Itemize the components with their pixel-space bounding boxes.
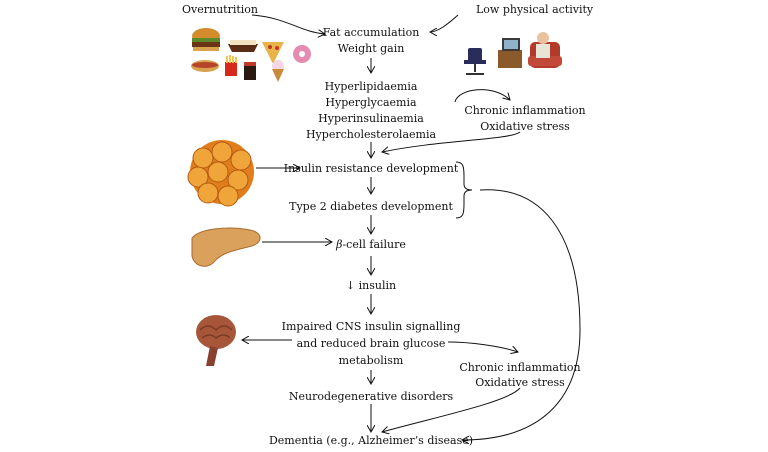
overnutrition-label: Overnutrition bbox=[182, 3, 259, 16]
down-insulin-label: ↓ insulin bbox=[345, 279, 397, 292]
arrow-hyper-to-inflammation bbox=[454, 89, 510, 103]
junk-food-illustration bbox=[191, 28, 311, 82]
pancreas-illustration bbox=[191, 227, 261, 267]
hyperinsulinaemia-label: Hyperinsulinaemia bbox=[318, 112, 424, 125]
arrow-cns-to-inflammation bbox=[447, 341, 518, 352]
sedentary-lifestyle-illustration bbox=[464, 32, 562, 75]
oxidative-stress-label-1: Oxidative stress bbox=[480, 120, 570, 133]
arrow-inflammation-to-dementia bbox=[382, 387, 521, 432]
arrow-overnutrition-to-fat bbox=[251, 14, 325, 34]
impaired-cns-label-line3: metabolism bbox=[338, 354, 404, 367]
impaired-cns-label-line2: and reduced brain glucose bbox=[296, 337, 446, 350]
low-physical-activity-label: Low physical activity bbox=[476, 3, 594, 16]
beta-symbol: β bbox=[336, 238, 343, 251]
type2-diabetes-label: Type 2 diabetes development bbox=[289, 200, 453, 213]
hyperlipidaemia-label: Hyperlipidaemia bbox=[324, 80, 418, 93]
dementia-label: Dementia (e.g., Alzheimer’s disease) bbox=[268, 434, 474, 447]
oxidative-stress-label-2: Oxidative stress bbox=[475, 376, 565, 389]
beta-cell-failure-text: -cell failure bbox=[342, 238, 406, 251]
weight-gain-label: Weight gain bbox=[337, 42, 405, 55]
impaired-cns-label-line1: Impaired CNS insulin signalling bbox=[281, 320, 461, 333]
hyperglycaemia-label: Hyperglycaemia bbox=[325, 96, 417, 109]
arrow-inflammation-to-ir bbox=[382, 131, 521, 152]
fat-accumulation-label: Fat accumulation bbox=[322, 26, 420, 39]
arrow-activity-to-fat bbox=[430, 14, 459, 32]
arrow-bracket-to-dementia bbox=[462, 189, 581, 440]
hypercholesterolaemia-label: Hypercholesterolaemia bbox=[305, 128, 437, 141]
beta-cell-failure-label: β-cell failure bbox=[336, 238, 406, 251]
adipocytes-illustration bbox=[187, 140, 254, 207]
chronic-inflammation-label-2: Chronic inflammation bbox=[459, 361, 581, 374]
insulin-resistance-label: Insulin resistance development bbox=[283, 162, 459, 175]
brain-illustration bbox=[196, 315, 236, 366]
bracket-ir-t2d bbox=[455, 161, 473, 219]
chronic-inflammation-label-1: Chronic inflammation bbox=[464, 104, 586, 117]
neurodegenerative-disorders-label: Neurodegenerative disorders bbox=[288, 390, 454, 403]
